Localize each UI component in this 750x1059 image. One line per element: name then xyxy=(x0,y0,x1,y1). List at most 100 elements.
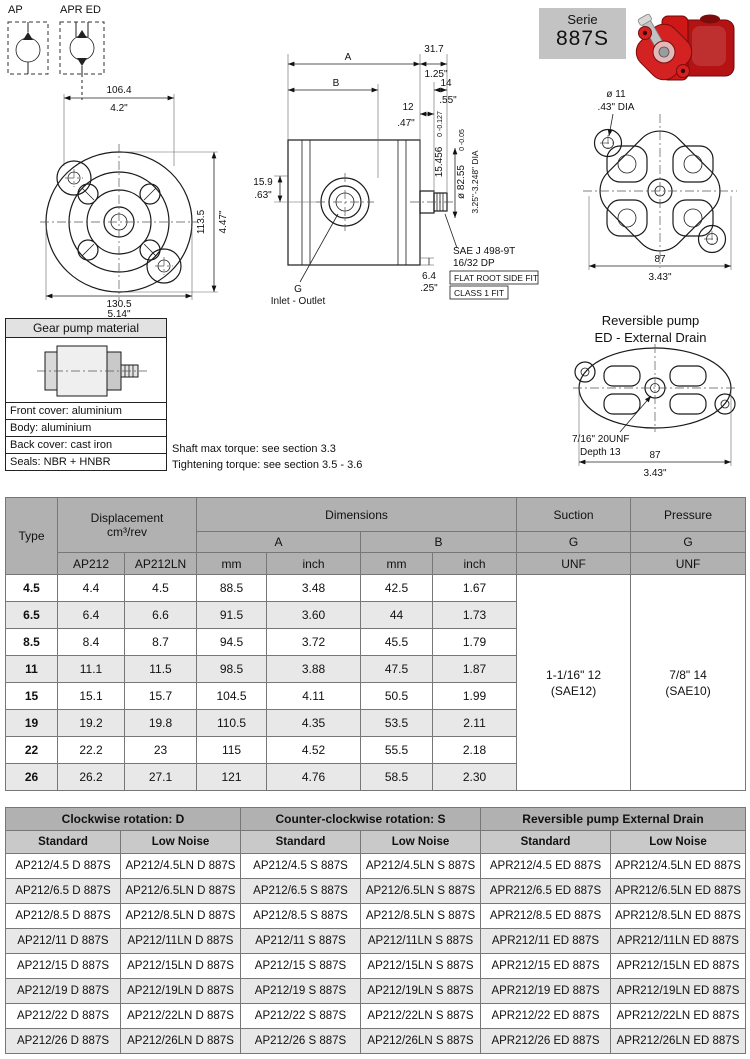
header-a-mm: mm xyxy=(196,552,268,575)
order-cell: AP212/6.5 D 887S xyxy=(5,878,121,904)
cell-a-inch: 3.48 xyxy=(266,574,362,602)
cell-b-mm: 44 xyxy=(360,601,434,629)
order-cell: AP212/15LN D 887S xyxy=(120,953,241,979)
cell-a-inch: 4.76 xyxy=(266,763,362,791)
cell-type: 4.5 xyxy=(5,574,58,602)
side-spline-mm: 14 xyxy=(440,78,452,89)
symbol-apr-ed-label: APR ED xyxy=(60,4,101,16)
front-height-in: 4.47" xyxy=(218,210,229,233)
order-cell: AP212/22LN S 887S xyxy=(360,1003,481,1029)
sub-lownoise-s: Low Noise xyxy=(360,830,481,854)
material-box: Gear pump material Front cover: aluminiu… xyxy=(5,318,167,471)
cell-type: 15 xyxy=(5,682,58,710)
header-dimensions: Dimensions xyxy=(196,497,518,532)
order-cell: AP212/22 D 887S xyxy=(5,1003,121,1029)
order-cell: AP212/8.5LN D 887S xyxy=(120,903,241,929)
order-cell: AP212/15LN S 887S xyxy=(360,953,481,979)
header-ap212: AP212 xyxy=(57,552,125,575)
order-cell: AP212/11LN D 887S xyxy=(120,928,241,954)
header-dim-a: A xyxy=(196,531,362,553)
header-pressure-g: G xyxy=(630,531,747,553)
symbol-ap-drawing xyxy=(7,21,49,75)
order-cell: AP212/8.5 D 887S xyxy=(5,903,121,929)
sub-standard-s: Standard xyxy=(240,830,361,854)
order-cell: AP212/19 S 887S xyxy=(240,978,361,1004)
cell-b-inch: 2.18 xyxy=(432,736,518,764)
cell-b-mm: 55.5 xyxy=(360,736,434,764)
symbol-ap-label: AP xyxy=(8,4,23,16)
header-type: Type xyxy=(5,497,58,575)
order-cell: AP212/4.5LN S 887S xyxy=(360,853,481,879)
note-tightening-torque: Tightening torque: see section 3.5 - 3.6 xyxy=(172,459,363,471)
reversible-title-line2: ED - External Drain xyxy=(594,330,707,345)
order-cell: AP212/22LN D 887S xyxy=(120,1003,241,1029)
order-cell: APR212/6.5LN ED 887S xyxy=(610,878,746,904)
order-cell: AP212/6.5 S 887S xyxy=(240,878,361,904)
order-cell: AP212/26LN D 887S xyxy=(120,1028,241,1054)
reversible-title-line1: Reversible pump xyxy=(601,313,700,328)
cell-b-mm: 58.5 xyxy=(360,763,434,791)
order-cell: AP212/11LN S 887S xyxy=(360,928,481,954)
reversible-thread: 7/16" 20UNF xyxy=(572,434,629,445)
order-cell: AP212/15 S 887S xyxy=(240,953,361,979)
group-clockwise: Clockwise rotation: D xyxy=(5,807,241,831)
cell-b-mm: 45.5 xyxy=(360,628,434,656)
side-shaft-mm: 31.7 xyxy=(424,44,444,55)
cell-type: 8.5 xyxy=(5,628,58,656)
order-cell: APR212/19LN ED 887S xyxy=(610,978,746,1004)
product-photo xyxy=(635,13,735,81)
order-cell: AP212/19LN D 887S xyxy=(120,978,241,1004)
side-shaft-dia: 15.456 xyxy=(434,146,445,177)
order-cell: AP212/6.5LN S 887S xyxy=(360,878,481,904)
side-pilot-dia: ø 82.55 xyxy=(456,165,467,199)
front-base-mm: 130.5 xyxy=(106,299,131,310)
cell-b-inch: 1.99 xyxy=(432,682,518,710)
cell-ap212: 26.2 xyxy=(57,763,125,791)
cell-ap212: 6.4 xyxy=(57,601,125,629)
order-cell: AP212/4.5 D 887S xyxy=(5,853,121,879)
side-dim-a: A xyxy=(345,52,352,63)
side-sae-line3: FLAT ROOT SIDE FIT xyxy=(454,273,538,283)
cell-ap212: 11.1 xyxy=(57,655,125,683)
cell-a-inch: 3.72 xyxy=(266,628,362,656)
side-view-drawing: A 31.7 1.25" B 14 .55" 12 .47" 15.9 .63"… xyxy=(253,44,539,307)
order-row: AP212/6.5 D 887S AP212/6.5LN D 887S AP21… xyxy=(5,878,746,904)
cell-b-inch: 2.30 xyxy=(432,763,518,791)
cell-ap212ln: 27.1 xyxy=(123,763,198,791)
material-title: Gear pump material xyxy=(6,319,166,338)
header-displacement: Displacement cm³/rev xyxy=(56,497,198,553)
side-pilot-in: 3.25"-3.248" DIA xyxy=(470,150,480,214)
cell-ap212: 4.4 xyxy=(57,574,125,602)
group-reversible: Reversible pump External Drain xyxy=(480,807,746,831)
symbol-apr-ed: APR ED xyxy=(58,4,108,104)
order-row: AP212/15 D 887S AP212/15LN D 887S AP212/… xyxy=(5,953,746,979)
side-inlet-outlet-label: Inlet - Outlet xyxy=(271,296,326,307)
cell-a-mm: 121 xyxy=(196,763,268,791)
side-dim-b: B xyxy=(333,78,340,89)
header-b-mm: mm xyxy=(360,552,434,575)
side-bottom-in: .25" xyxy=(420,283,438,294)
dim-row: 4.5 4.4 4.5 88.5 3.48 42.5 1.67 1-1/16" … xyxy=(5,574,747,791)
cell-ap212ln: 6.6 xyxy=(123,601,198,629)
order-row: AP212/19 D 887S AP212/19LN D 887S AP212/… xyxy=(5,978,746,1004)
side-g-label: G xyxy=(294,284,302,295)
order-cell: AP212/6.5LN D 887S xyxy=(120,878,241,904)
side-sae-line1: SAE J 498-9T xyxy=(453,246,515,257)
rear-dia-in: .43" DIA xyxy=(598,102,635,113)
order-cell: APR212/15 ED 887S xyxy=(480,953,611,979)
order-row: AP212/26 D 887S AP212/26LN D 887S AP212/… xyxy=(5,1028,746,1054)
header-a-inch: inch xyxy=(266,552,362,575)
order-cell: APR212/26LN ED 887S xyxy=(610,1028,746,1054)
order-cell: APR212/15LN ED 887S xyxy=(610,953,746,979)
cell-b-mm: 42.5 xyxy=(360,574,434,602)
header-suction-g: G xyxy=(516,531,632,553)
side-shaft-tol: 0 -0.127 xyxy=(437,111,444,137)
order-row: AP212/4.5 D 887S AP212/4.5LN D 887S AP21… xyxy=(5,853,746,879)
serie-code: 887S xyxy=(555,27,610,50)
cell-a-inch: 4.35 xyxy=(266,709,362,737)
side-bottom-mm: 6.4 xyxy=(422,271,436,282)
front-height-mm: 113.5 xyxy=(196,209,207,234)
cell-ap212ln: 4.5 xyxy=(123,574,198,602)
material-back-cover: Back cover: cast iron xyxy=(6,437,166,454)
